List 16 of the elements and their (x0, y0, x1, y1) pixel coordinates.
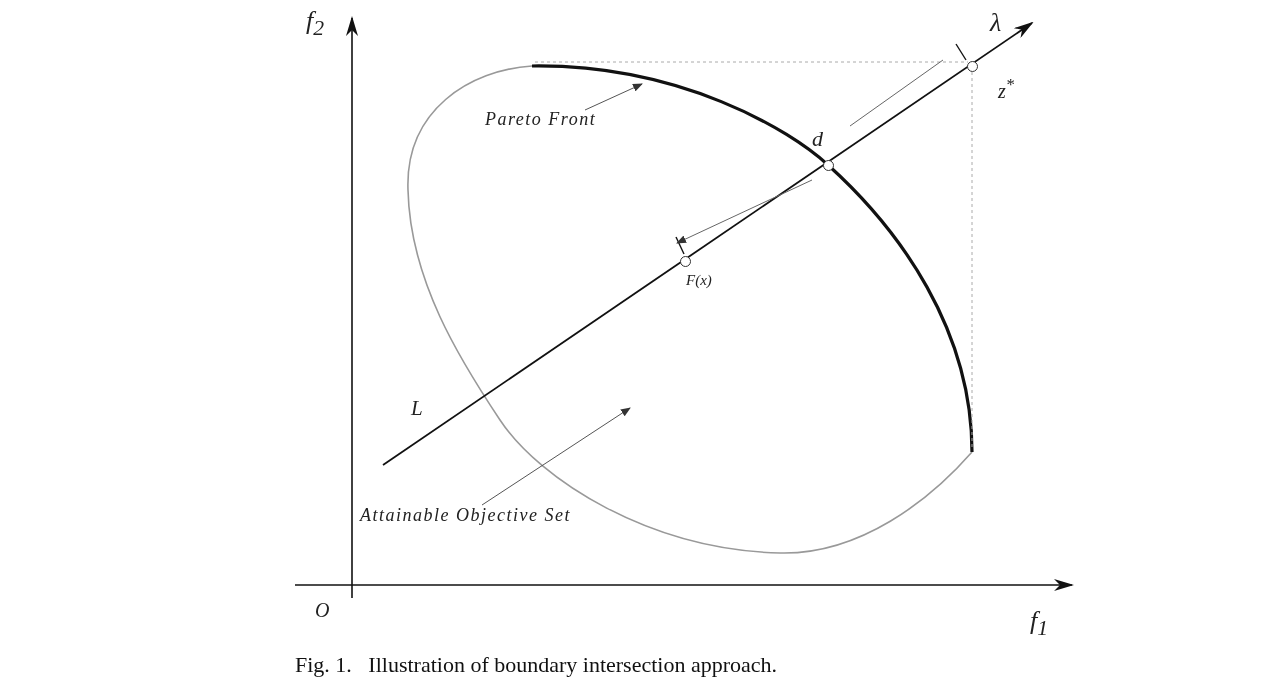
point-marker (966, 60, 978, 72)
point-marker (679, 255, 691, 267)
axis-label: L (411, 398, 423, 419)
axis-label: f$_{1}$ (1030, 608, 1049, 640)
point-label: d (812, 128, 823, 150)
figure-caption: Fig. 1. Illustration of boundary intersection approach. (295, 652, 778, 678)
axis-label: λ (990, 10, 1002, 36)
point-label: z$^{*}$ (998, 77, 1015, 101)
region-label: Pareto Front (485, 110, 597, 130)
axis-label: f$_{2}$ (306, 8, 325, 40)
axis-label: O (315, 600, 330, 620)
region-label: Attainable Objective Set (360, 506, 571, 526)
leader-arrow (584, 83, 643, 111)
leader-arrow (481, 407, 631, 506)
point-label: F(x) (686, 273, 712, 288)
point-marker (822, 159, 834, 171)
